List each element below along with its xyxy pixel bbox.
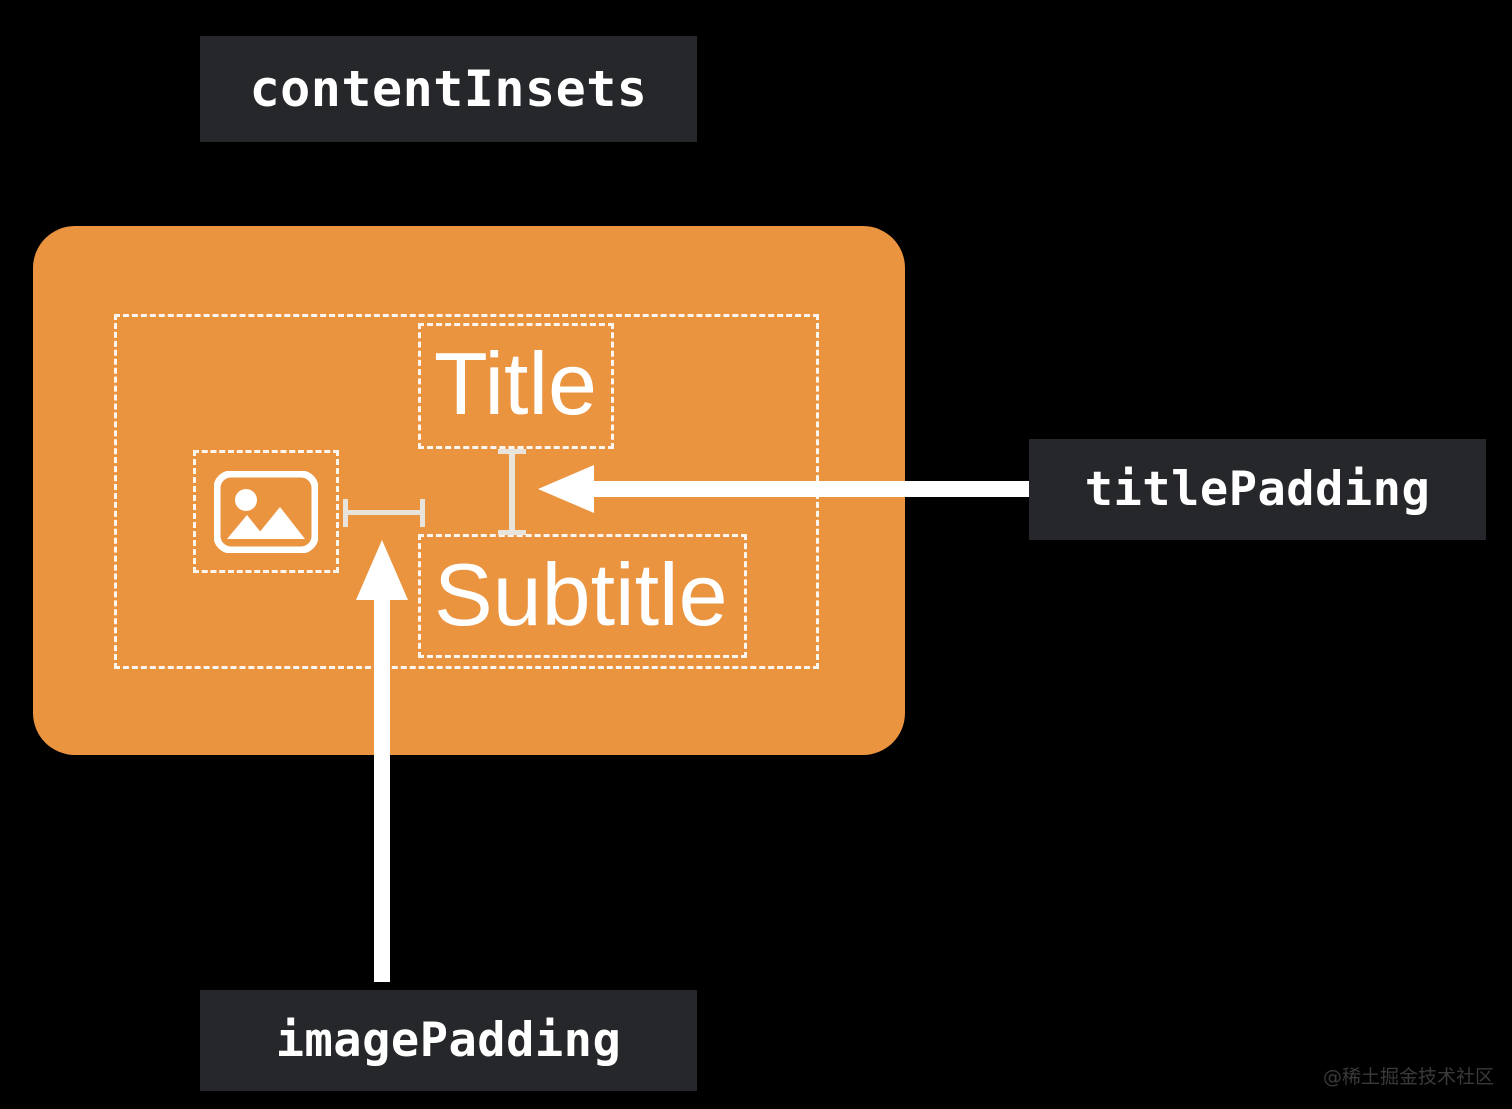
title-text: Title <box>434 334 597 433</box>
image-padding-dimension-line <box>343 499 425 527</box>
watermark: @稀土掘金技术社区 <box>1322 1066 1494 1088</box>
photo-icon <box>214 471 318 553</box>
title-padding-dimension-line <box>498 449 526 535</box>
image-dashed-box <box>193 450 339 573</box>
subtitle-text: Subtitle <box>434 545 728 644</box>
subtitle-dashed-box <box>418 534 747 658</box>
title-padding-arrow <box>538 465 1031 513</box>
label-title-padding: titlePadding <box>1029 439 1486 540</box>
title-dashed-box <box>418 323 614 449</box>
label-image-padding: imagePadding <box>200 990 697 1091</box>
label-content-insets: contentInsets <box>200 36 697 142</box>
image-padding-arrow <box>356 540 408 982</box>
